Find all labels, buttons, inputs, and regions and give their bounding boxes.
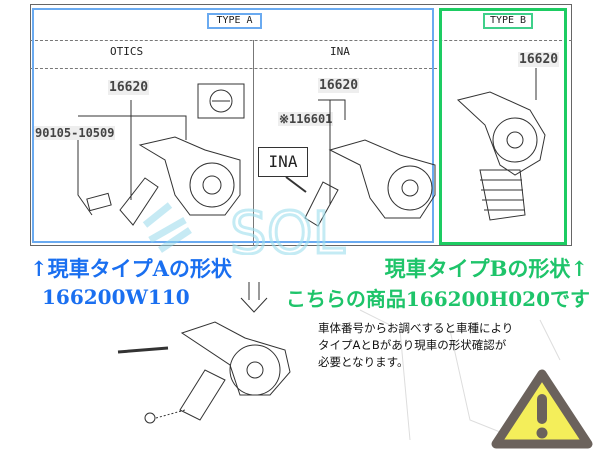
type-b-label: TYPE B bbox=[483, 13, 533, 29]
svg-text:SOL: SOL bbox=[230, 199, 345, 255]
type-a-shape-caption: ↑現車タイプAの形状 bbox=[30, 256, 232, 281]
ina-part-number: 16620 bbox=[318, 78, 360, 93]
type-a-highlight bbox=[32, 8, 434, 243]
type-b-tensioner-drawing bbox=[456, 68, 546, 221]
ina-sub-part-number: ※116601 bbox=[278, 112, 334, 126]
type-b-shape-caption: 現車タイプBの形状↑ bbox=[384, 256, 588, 281]
ina-tensioner-drawing bbox=[285, 99, 436, 227]
table-divider bbox=[30, 40, 572, 41]
column-otics: OTICS bbox=[110, 45, 144, 58]
parts-table bbox=[30, 4, 572, 246]
otics-bolt-number: 90105-10509 bbox=[34, 126, 116, 140]
type-a-part-number: 166200W110 bbox=[42, 285, 190, 309]
note-line: 車体番号からお調べすると車種により bbox=[318, 321, 514, 335]
type-b-part-number: 16620 bbox=[518, 52, 560, 67]
product-drawing bbox=[117, 282, 291, 424]
note-line: 必要となります。 bbox=[318, 355, 409, 369]
type-b-product-caption: こちらの商品166200H020です bbox=[285, 287, 590, 311]
confirmation-note: 車体番号からお調べすると車種により タイプAとBがあり現車の形状確認が 必要とな… bbox=[318, 320, 513, 371]
column-ina: INA bbox=[330, 45, 350, 58]
type-b-highlight bbox=[439, 8, 567, 245]
type-a-label: TYPE A bbox=[207, 13, 262, 29]
sol-watermark-logo: SOL bbox=[142, 198, 346, 255]
warning-icon bbox=[491, 369, 593, 449]
table-divider bbox=[30, 68, 442, 69]
note-line: タイプAとBがあり現車の形状確認が bbox=[318, 338, 507, 352]
otics-tensioner-drawing bbox=[77, 83, 245, 226]
column-divider bbox=[253, 40, 254, 246]
otics-part-number: 16620 bbox=[108, 80, 150, 95]
ina-tag: INA bbox=[258, 147, 308, 177]
